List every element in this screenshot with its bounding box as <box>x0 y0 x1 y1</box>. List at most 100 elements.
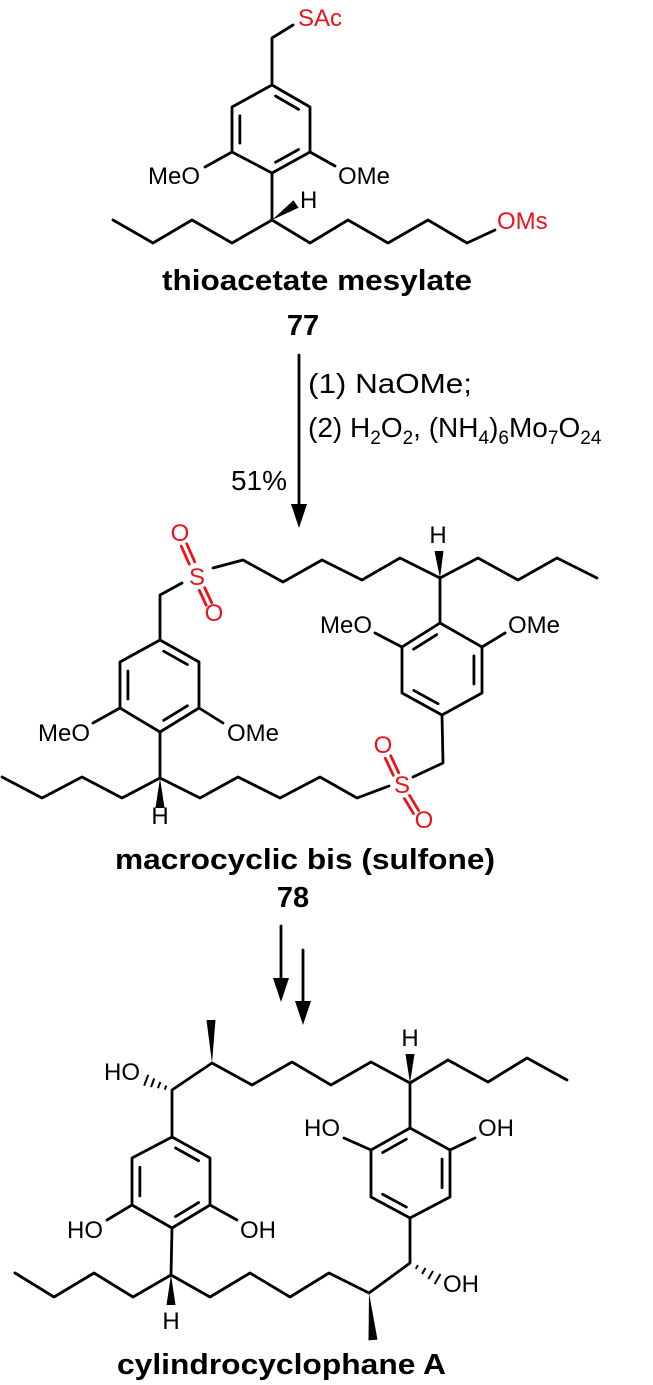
cylindrocyclophane-a: HO H HO OH HO OH OH H cylindrocyclophane… <box>67 1025 514 1381</box>
s-o-double-bond <box>408 794 420 812</box>
benzene-ring <box>118 638 201 734</box>
atom-label-o: O <box>415 807 434 834</box>
hashed-bond-segment <box>421 1267 427 1275</box>
double-bond-inner-line <box>381 1192 408 1209</box>
reagent-step-1: (1) NaOMe; <box>308 368 472 399</box>
double-bond-inner-line <box>412 633 439 651</box>
s-o-double-bond <box>389 754 401 775</box>
atom-label-h: H <box>162 1308 179 1335</box>
double-bond-inner-line <box>381 1137 408 1154</box>
wedge-bond <box>272 200 299 220</box>
double-bond-inner-line <box>174 1146 201 1163</box>
double-bond-inner-line <box>274 94 301 111</box>
benzene-ring <box>369 1126 452 1220</box>
atom-label-oh: OH <box>478 1115 514 1142</box>
bond <box>105 1203 134 1222</box>
bond <box>270 23 295 87</box>
atom-label-o: O <box>374 732 393 759</box>
double-bond-inner-line <box>412 689 440 706</box>
atom-label-meo: MeO <box>320 612 372 639</box>
atom-label-s: S <box>189 564 205 591</box>
atom-label-ome: OMe <box>508 612 560 639</box>
bond <box>158 581 184 642</box>
double-bond-inner-line <box>162 649 189 666</box>
methyl-wedge <box>368 1293 378 1341</box>
compound-name-78: macrocyclic bis (sulfone) <box>115 844 495 876</box>
multistep-arrow-head <box>273 978 289 1002</box>
reaction-yield: 51% <box>231 465 287 496</box>
bond <box>203 150 234 169</box>
double-bond-inner-line <box>274 148 301 164</box>
bond <box>91 706 122 725</box>
bond <box>111 218 497 245</box>
benzene-ring <box>400 621 484 717</box>
bond <box>13 1216 412 1299</box>
atom-label-ho: HO <box>304 1115 340 1142</box>
bond <box>208 1203 239 1222</box>
atom-label-h: H <box>429 522 446 549</box>
compound-number-78: 78 <box>277 882 309 914</box>
hashed-bond-segment <box>427 1270 434 1280</box>
hashed-bond-segment <box>433 1273 442 1285</box>
reaction-conditions-1: (1) NaOMe; (2) H2O2, (NH4)6Mo7O24 51% <box>231 368 602 496</box>
benzene-ring <box>230 83 312 175</box>
multistep-arrow-head <box>295 1001 311 1025</box>
atom-label-ho: HO <box>67 1217 103 1244</box>
bond <box>373 631 404 649</box>
benzene-ring <box>130 1135 212 1230</box>
bond <box>169 1226 174 1277</box>
compound-78: O S O MeO OMe H H MeO OMe O S O macrocyc… <box>38 520 560 914</box>
reagent-text: (2) H <box>308 412 370 443</box>
bond <box>0 775 391 800</box>
reagent-text: , (NH <box>413 412 478 443</box>
subscript: 2 <box>403 428 414 449</box>
hashed-bond-segment <box>150 1078 156 1088</box>
bond-layer <box>0 23 599 1341</box>
bond <box>480 631 507 649</box>
subscript: 2 <box>370 428 381 449</box>
atom-label-ho: HO <box>104 1059 140 1086</box>
wedge-bond <box>405 1054 415 1083</box>
reagent-text: ) <box>489 412 498 443</box>
methyl-wedge <box>206 1019 216 1063</box>
double-bond-inner-line <box>162 704 189 722</box>
atom-label-sac: SAc <box>298 5 342 32</box>
atom-label-meo: MeO <box>38 720 90 747</box>
reagent-text: O <box>558 412 580 443</box>
atom-label-oh: OH <box>443 1271 479 1298</box>
double-bond-inner-line <box>174 1201 201 1218</box>
atom-label-o: O <box>171 520 190 547</box>
s-o-double-bond <box>197 588 208 607</box>
hashed-bond-segment <box>156 1081 162 1089</box>
reagent-step-2: (2) H2O2, (NH4)6Mo7O24 <box>308 412 602 449</box>
reagent-text: O <box>381 412 403 443</box>
wedge-bond <box>155 778 165 808</box>
subscript: 6 <box>498 428 509 449</box>
atom-label-ome: OMe <box>227 720 279 747</box>
bond <box>211 556 599 584</box>
atom-label-ome: OMe <box>338 163 390 190</box>
bond <box>308 150 337 168</box>
bond <box>342 1136 373 1152</box>
subscript: 24 <box>580 428 602 449</box>
compound-77: SAc MeO OMe H OMs thioacetate mesylate 7… <box>148 5 548 342</box>
subscript: 4 <box>479 428 490 449</box>
atom-label-h: H <box>401 1025 418 1052</box>
s-o-double-bond <box>185 542 197 564</box>
atom-label-s: S <box>394 772 410 799</box>
compound-name-77: thioacetate mesylate <box>162 265 472 297</box>
atom-label-h: H <box>151 803 168 830</box>
reagent-text: Mo <box>509 412 548 443</box>
reaction-arrow-head <box>291 504 307 528</box>
hashed-bond-segment <box>163 1085 168 1090</box>
product-name: cylindrocyclophane A <box>117 1349 446 1381</box>
bond <box>411 713 445 779</box>
atom-label-h: H <box>300 187 317 214</box>
s-o-double-bond <box>179 544 191 566</box>
s-o-double-bond <box>403 797 415 815</box>
atom-label-oh: OH <box>240 1217 276 1244</box>
hashed-bond-segment <box>143 1074 150 1086</box>
bond <box>170 1056 569 1139</box>
atom-label-meo: MeO <box>148 163 200 190</box>
